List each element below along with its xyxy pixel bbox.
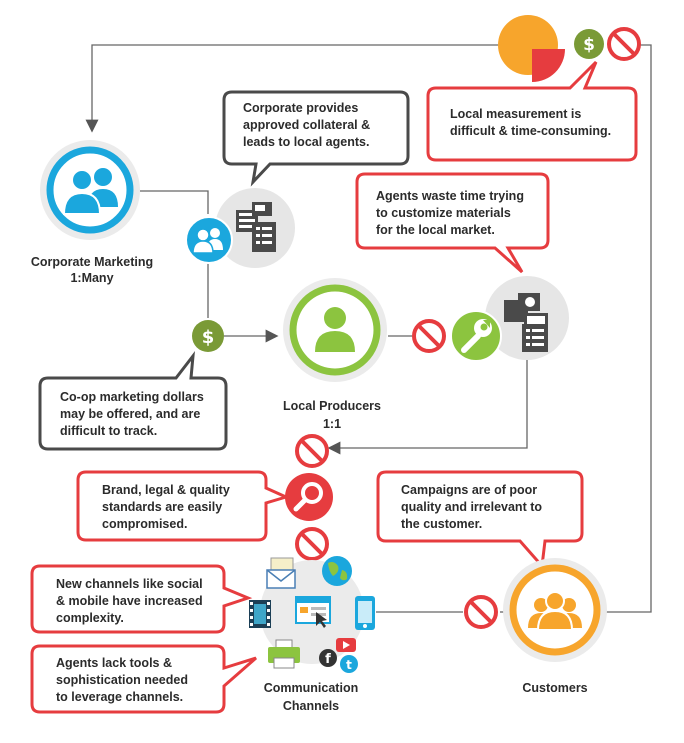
svg-text:approved collateral &: approved collateral & <box>243 118 370 132</box>
connector-top-loop <box>85 44 500 133</box>
customize-materials-node <box>450 276 569 362</box>
callout-agents-waste-time: Agents waste time trying to customize ma… <box>355 172 550 274</box>
svg-text:difficult & time-consuming.: difficult & time-consuming. <box>450 124 611 138</box>
connector-corp-docs <box>140 190 209 214</box>
svg-text:to customize materials: to customize materials <box>376 206 511 220</box>
printer-icon <box>268 639 300 669</box>
svg-text:Customers: Customers <box>522 681 587 695</box>
no-sign-icon <box>464 595 498 629</box>
pie-chart-icon <box>498 15 565 82</box>
svg-text:1:Many: 1:Many <box>70 271 113 285</box>
svg-text:complexity.: complexity. <box>56 611 124 625</box>
person-icon <box>315 307 355 352</box>
collateral-docs-node <box>185 188 295 268</box>
facebook-icon: f <box>319 649 337 667</box>
svg-text:compromised.: compromised. <box>102 517 187 531</box>
svg-text:& mobile have increased: & mobile have increased <box>56 594 203 608</box>
svg-text:leads to local agents.: leads to local agents. <box>243 135 369 149</box>
connector-docs-down <box>327 360 528 455</box>
callout-campaigns-poor: Campaigns are of poor quality and irrele… <box>376 470 584 570</box>
browser-icon <box>295 596 331 628</box>
svg-text:to leverage channels.: to leverage channels. <box>56 690 183 704</box>
twitter-icon: t <box>340 655 358 673</box>
dollar-icon: $ <box>574 29 604 59</box>
callout-corporate-provides: Corporate provides approved collateral &… <box>222 90 410 187</box>
no-sign-icon <box>295 434 329 468</box>
svg-text:Agents lack tools &: Agents lack tools & <box>56 656 172 670</box>
svg-text:for the local market.: for the local market. <box>376 223 495 237</box>
wrench-icon <box>450 310 502 362</box>
svg-text:$: $ <box>583 35 595 55</box>
svg-text:the customer.: the customer. <box>401 517 482 531</box>
svg-text:Corporate provides: Corporate provides <box>243 101 358 115</box>
group-icon <box>528 591 582 631</box>
customers-node: Customers <box>503 558 607 695</box>
communication-channels-node: f t Communication Channels <box>249 556 375 713</box>
svg-text:Brand, legal & quality: Brand, legal & quality <box>102 483 230 497</box>
svg-text:f: f <box>325 652 331 667</box>
people-icon <box>62 168 118 215</box>
magnifier-icon <box>285 473 333 521</box>
corporate-marketing-node: Corporate Marketing 1:Many <box>31 140 153 285</box>
svg-text:Local Producers: Local Producers <box>283 399 381 413</box>
svg-text:t: t <box>346 658 352 672</box>
no-sign-icon <box>412 319 446 353</box>
connector-right-loop <box>585 44 652 613</box>
svg-text:quality and irrelevant to: quality and irrelevant to <box>401 500 542 514</box>
svg-text:$: $ <box>202 327 215 348</box>
svg-text:Co-op marketing dollars: Co-op marketing dollars <box>60 390 204 404</box>
group-icon <box>185 216 233 264</box>
svg-text:Campaigns are of poor: Campaigns are of poor <box>401 483 537 497</box>
globe-icon <box>322 556 352 586</box>
email-icon <box>266 557 296 589</box>
svg-text:New channels like social: New channels like social <box>56 577 203 591</box>
youtube-icon <box>336 638 356 652</box>
svg-text:Communication: Communication <box>264 681 358 695</box>
document-icon <box>236 202 276 252</box>
svg-text:Local measurement is: Local measurement is <box>450 107 581 121</box>
callout-brand-standards: Brand, legal & quality standards are eas… <box>76 470 291 542</box>
no-sign-icon <box>607 27 641 61</box>
no-sign-icon <box>295 527 329 561</box>
local-producers-node: Local Producers 1:1 <box>283 278 387 431</box>
film-icon <box>249 600 271 628</box>
svg-text:1:1: 1:1 <box>323 417 341 431</box>
svg-text:sophistication needed: sophistication needed <box>56 673 188 687</box>
svg-text:Agents waste time trying: Agents waste time trying <box>376 189 524 203</box>
connector-lines <box>85 44 652 613</box>
callout-coop-dollars: Co-op marketing dollars may be offered, … <box>38 351 228 451</box>
svg-text:Channels: Channels <box>283 699 339 713</box>
callout-new-channels: New channels like social & mobile have i… <box>30 564 253 634</box>
svg-text:may be offered, and are: may be offered, and are <box>60 407 200 421</box>
document-icon <box>504 293 548 352</box>
dollar-icon: $ <box>192 320 224 352</box>
callout-local-measurement: Local measurement is difficult & time-co… <box>426 60 638 162</box>
phone-icon <box>355 596 375 630</box>
svg-text:standards are easily: standards are easily <box>102 500 222 514</box>
callout-agents-lack-tools: Agents lack tools & sophistication neede… <box>30 644 257 714</box>
svg-text:Corporate Marketing: Corporate Marketing <box>31 255 153 269</box>
svg-text:difficult to track.: difficult to track. <box>60 424 157 438</box>
